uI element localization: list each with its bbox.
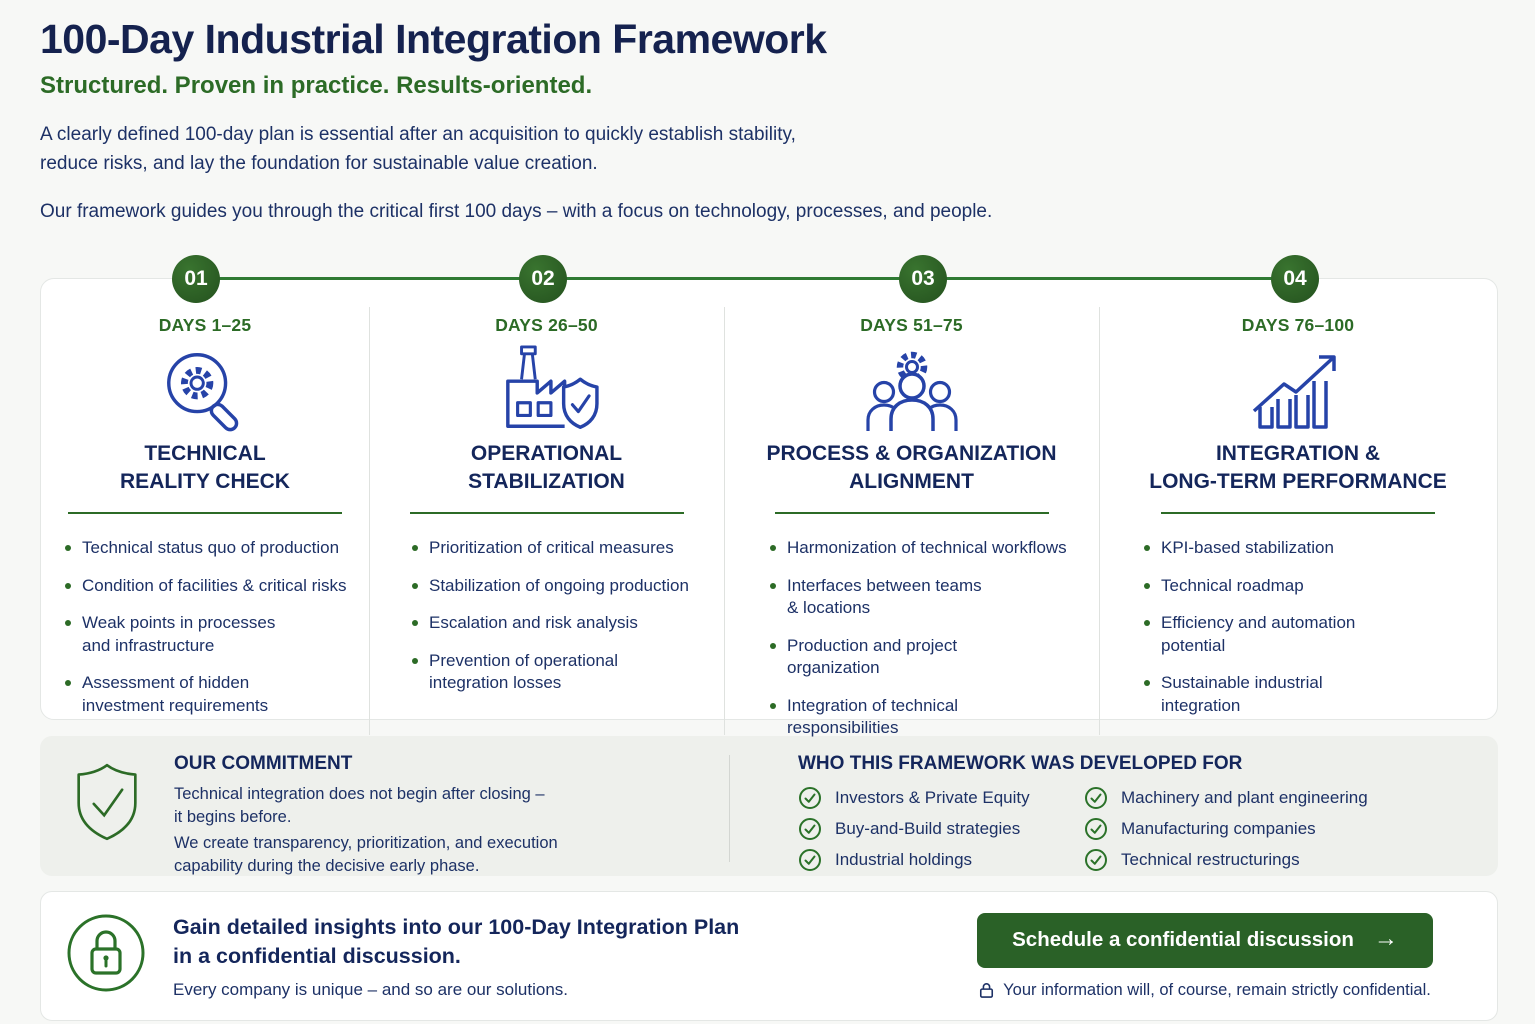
shield-check-icon: [73, 761, 141, 876]
phase-title: PROCESS & ORGANIZATION ALIGNMENT: [766, 441, 1057, 494]
bullet-item: Escalation and risk analysis: [412, 612, 724, 634]
check-circle-icon: [799, 848, 821, 871]
bullet-item: KPI-based stabilization: [1144, 537, 1497, 559]
check-circle-icon: [1085, 848, 1107, 871]
commitment-heading: OUR COMMITMENT: [174, 752, 353, 774]
bullet-item: Integration of technical responsibilitie…: [770, 695, 1099, 740]
commitment-text-block: OUR COMMITMENT Technical integration doe…: [174, 753, 558, 876]
commitment-paragraph-2: We create transparency, prioritization, …: [174, 833, 558, 875]
phase-column-4: DAYS 76–100 INTEGRATION & LONG-TERM PERF…: [1099, 306, 1497, 755]
audience-item-label: Machinery and plant engineering: [1121, 787, 1368, 807]
phase-days-label: DAYS 26–50: [495, 314, 598, 335]
check-circle-icon: [799, 817, 821, 840]
timeline-badge-02: 02: [519, 254, 567, 303]
audience-item: Industrial holdings: [798, 848, 1084, 872]
audience-item: Technical restructurings: [1084, 848, 1498, 872]
bullet-item: Interfaces between teams & locations: [770, 575, 1099, 620]
phase-bullet-list: Technical status quo of production Condi…: [41, 537, 369, 717]
phase-column-3: DAYS 51–75 PROCESS & ORGANIZATION ALIGNM…: [724, 306, 1099, 755]
timeline-line: [196, 276, 1296, 280]
bullet-item: Technical roadmap: [1144, 575, 1497, 597]
cta-subtext: Every company is unique – and so are our…: [173, 979, 569, 999]
bullet-item: Harmonization of technical workflows: [770, 537, 1099, 559]
timeline-badge-01: 01: [172, 254, 220, 303]
phase-underline: [1161, 512, 1435, 515]
phase-bullet-list: Harmonization of technical workflows Int…: [724, 537, 1099, 739]
intro-paragraph-2: Our framework guides you through the cri…: [40, 201, 993, 222]
commitment-paragraph-1: Technical integration does not begin aft…: [174, 784, 545, 826]
bullet-item: Production and project organization: [770, 635, 1099, 680]
bullet-item: Assessment of hidden investment requirem…: [65, 672, 369, 717]
confidentiality-note-text: Your information will, of course, remain…: [1003, 980, 1431, 999]
audience-item: Buy-and-Build strategies: [798, 817, 1084, 841]
team-gear-icon: [724, 342, 1099, 440]
page-title: 100-Day Industrial Integration Framework: [40, 16, 827, 62]
bullet-item: Sustainable industrial integration: [1144, 672, 1497, 717]
check-circle-icon: [799, 786, 821, 809]
bullet-item: Prevention of operational integration lo…: [412, 650, 724, 695]
audience-item-label: Manufacturing companies: [1121, 818, 1316, 838]
phase-underline: [68, 512, 342, 515]
bullet-item: Condition of facilities & critical risks: [65, 575, 369, 597]
bullet-item: Weak points in processes and infrastruct…: [65, 612, 369, 657]
cta-text-block: Gain detailed insights into our 100-Day …: [173, 913, 739, 1000]
commitment-audience-band: OUR COMMITMENT Technical integration doe…: [40, 735, 1498, 876]
phase-bullet-list: KPI-based stabilization Technical roadma…: [1099, 537, 1497, 717]
bullet-item: Stabilization of ongoing production: [412, 575, 724, 597]
cta-card: Gain detailed insights into our 100-Day …: [40, 890, 1498, 1021]
bullet-item: Prioritization of critical measures: [412, 537, 724, 559]
confidentiality-note: Your information will, of course, remain…: [977, 981, 1433, 1000]
bullet-item: Efficiency and automation potential: [1144, 612, 1497, 657]
check-circle-icon: [1085, 817, 1107, 840]
audience-section: WHO THIS FRAMEWORK WAS DEVELOPED FOR Inv…: [730, 753, 1498, 876]
phase-column-1: DAYS 1–25 TECHNICAL REALITY CHECK Techni…: [41, 315, 369, 755]
magnifier-gear-icon: [41, 342, 369, 440]
bullet-item: Technical status quo of production: [65, 537, 369, 559]
audience-item-label: Investors & Private Equity: [835, 787, 1030, 807]
phase-bullet-list: Prioritization of critical measures Stab…: [369, 537, 724, 694]
audience-grid: Investors & Private Equity Buy-and-Build…: [798, 786, 1498, 872]
commitment-section: OUR COMMITMENT Technical integration doe…: [40, 753, 730, 876]
cta-action-block: Schedule a confidential discussion → You…: [977, 912, 1433, 1000]
timeline-badge-04: 04: [1271, 254, 1319, 303]
audience-item: Machinery and plant engineering: [1084, 786, 1498, 810]
intro-paragraph-1: A clearly defined 100-day plan is essent…: [40, 124, 796, 174]
lock-circle-icon: [66, 913, 146, 993]
lock-icon: [980, 983, 994, 998]
phase-title: INTEGRATION & LONG-TERM PERFORMANCE: [1149, 441, 1447, 494]
phase-title: TECHNICAL REALITY CHECK: [120, 441, 290, 494]
audience-heading: WHO THIS FRAMEWORK WAS DEVELOPED FOR: [798, 752, 1243, 774]
phase-days-label: DAYS 1–25: [158, 314, 252, 335]
audience-item-label: Buy-and-Build strategies: [835, 818, 1021, 838]
phase-days-label: DAYS 51–75: [860, 314, 963, 335]
factory-shield-icon: [369, 342, 724, 440]
phase-columns: DAYS 1–25 TECHNICAL REALITY CHECK Techni…: [41, 279, 1497, 737]
phase-underline: [409, 512, 684, 515]
growth-chart-icon: [1099, 342, 1497, 440]
audience-item: Manufacturing companies: [1084, 817, 1498, 841]
page-subtitle: Structured. Proven in practice. Results-…: [40, 72, 593, 99]
schedule-discussion-button[interactable]: Schedule a confidential discussion →: [977, 912, 1433, 968]
audience-item-label: Industrial holdings: [835, 849, 973, 869]
phase-title: OPERATIONAL STABILIZATION: [468, 441, 625, 494]
arrow-right-icon: →: [1373, 925, 1398, 952]
button-label: Schedule a confidential discussion: [1012, 928, 1354, 951]
cta-heading: Gain detailed insights into our 100-Day …: [173, 914, 740, 968]
phase-days-label: DAYS 76–100: [1241, 314, 1355, 335]
audience-item: Investors & Private Equity: [798, 786, 1084, 810]
timeline-badge-03: 03: [899, 254, 947, 303]
check-circle-icon: [1085, 786, 1107, 809]
phase-underline: [774, 512, 1049, 515]
phases-card: 01 02 03 04 DAYS 1–25 TECHNICAL REALITY …: [40, 254, 1498, 737]
phase-column-2: DAYS 26–50 OPERATIONAL STABILIZATION: [369, 306, 724, 755]
audience-item-label: Technical restructurings: [1121, 849, 1300, 869]
